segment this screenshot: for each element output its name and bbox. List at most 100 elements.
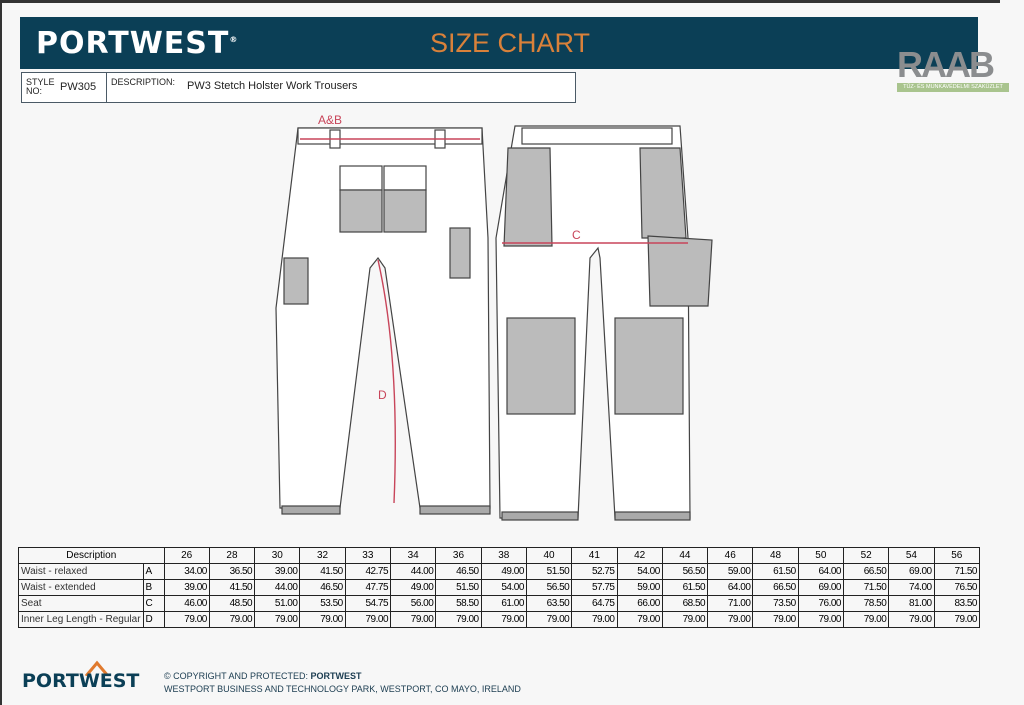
table-cell: 49.00 [480, 563, 527, 580]
table-cell: 79.00 [525, 611, 573, 628]
size-header: 38 [480, 547, 527, 564]
table-cell: 76.50 [933, 579, 981, 596]
inner-leg-measure-line [377, 259, 396, 504]
footer-brand: PORTWEST [22, 670, 140, 692]
table-cell: 81.00 [888, 595, 935, 612]
label-d: D [378, 388, 387, 402]
table-cell: 79.00 [707, 611, 754, 628]
table-cell: 58.50 [435, 595, 482, 612]
table-cell: 79.00 [254, 611, 301, 628]
table-cell: 79.00 [888, 611, 935, 628]
table-cell: 74.00 [888, 579, 935, 596]
table-cell: 79.00 [435, 611, 482, 628]
table-cell: 64.75 [571, 595, 618, 612]
size-header: 36 [435, 547, 482, 564]
table-cell: 56.00 [390, 595, 437, 612]
copyright-owner: PORTWEST [310, 671, 362, 681]
row-code: B [142, 579, 165, 596]
table-cell: 71.50 [933, 563, 981, 580]
size-header: 34 [390, 547, 437, 564]
table-cell: 48.50 [208, 595, 256, 612]
table-cell: 51.50 [525, 563, 573, 580]
table-cell: 61.50 [752, 563, 799, 580]
style-no-value: PW305 [60, 81, 97, 93]
table-cell: 39.00 [254, 563, 301, 580]
window-border-left [0, 0, 2, 705]
size-header: 46 [707, 547, 754, 564]
table-cell: 41.50 [299, 563, 346, 580]
portwest-peak-icon [84, 660, 110, 676]
table-cell: 71.00 [707, 595, 754, 612]
table-cell: 79.00 [163, 611, 210, 628]
table-cell: 39.00 [163, 579, 210, 596]
style-no-label: STYLE NO: [26, 77, 55, 96]
row-code: A [142, 563, 165, 580]
table-cell: 79.00 [299, 611, 346, 628]
table-cell: 42.75 [344, 563, 392, 580]
table-cell: 79.00 [390, 611, 437, 628]
table-cell: 68.50 [661, 595, 709, 612]
table-cell: 79.00 [571, 611, 618, 628]
size-header: 54 [888, 547, 935, 564]
table-cell: 66.50 [842, 563, 890, 580]
size-header: 48 [752, 547, 799, 564]
table-cell: 69.00 [797, 579, 844, 596]
measurement-lines [300, 138, 688, 504]
table-cell: 79.00 [616, 611, 663, 628]
copyright-prefix: © COPYRIGHT AND PROTECTED: [164, 671, 311, 681]
description-value: PW3 Stetch Holster Work Trousers [187, 80, 358, 92]
size-header: 33 [344, 547, 392, 564]
description-label: DESCRIPTION: [111, 77, 176, 87]
window-border-top [0, 0, 1000, 3]
footer-address: WESTPORT BUSINESS AND TECHNOLOGY PARK, W… [164, 684, 521, 694]
table-cell: 71.50 [842, 579, 890, 596]
table-cell: 79.00 [752, 611, 799, 628]
trousers-front-view [495, 125, 713, 521]
row-code: C [142, 595, 165, 612]
table-cell: 79.00 [480, 611, 527, 628]
table-cell: 79.00 [344, 611, 392, 628]
table-cell: 76.00 [797, 595, 844, 612]
brand-name: PORTWEST [36, 26, 230, 61]
table-cell: 79.00 [842, 611, 890, 628]
size-header: 40 [525, 547, 573, 564]
footer-text: © COPYRIGHT AND PROTECTED: PORTWEST WEST… [164, 670, 521, 696]
label-ab: A&B [318, 113, 342, 127]
table-cell: 44.00 [390, 563, 437, 580]
table-cell: 34.00 [163, 563, 210, 580]
table-cell: 54.75 [344, 595, 392, 612]
table-cell: 56.50 [661, 563, 709, 580]
trousers-back-view [275, 127, 491, 515]
size-header: 41 [571, 547, 618, 564]
description-cell: DESCRIPTION: PW3 Stetch Holster Work Tro… [107, 73, 575, 102]
table-cell: 61.50 [661, 579, 709, 596]
table-cell: 79.00 [797, 611, 844, 628]
header-banner: PORTWEST® SIZE CHART [20, 17, 978, 69]
size-header: 56 [933, 547, 981, 564]
row-code: D [142, 611, 165, 628]
table-cell: 83.50 [933, 595, 981, 612]
row-label: Waist - relaxed [18, 563, 144, 580]
size-header: 52 [842, 547, 890, 564]
table-cell: 56.50 [525, 579, 573, 596]
row-label: Waist - extended [18, 579, 144, 596]
raab-watermark-logo: RAAB TŰZ- ÉS MUNKAVÉDELMI SZAKÜZLET [897, 47, 1009, 97]
table-cell: 36.50 [208, 563, 256, 580]
table-cell: 79.00 [661, 611, 709, 628]
table-cell: 51.00 [254, 595, 301, 612]
row-label: Inner Leg Length - Regular [18, 611, 144, 628]
table-cell: 54.00 [480, 579, 527, 596]
table-cell: 46.00 [163, 595, 210, 612]
table-cell: 78.50 [842, 595, 890, 612]
table-cell: 79.00 [933, 611, 981, 628]
footer-logo: PORTWEST [22, 660, 150, 692]
table-cell: 47.75 [344, 579, 392, 596]
page-title: SIZE CHART [430, 28, 591, 58]
size-header: 44 [661, 547, 709, 564]
table-cell: 51.50 [435, 579, 482, 596]
